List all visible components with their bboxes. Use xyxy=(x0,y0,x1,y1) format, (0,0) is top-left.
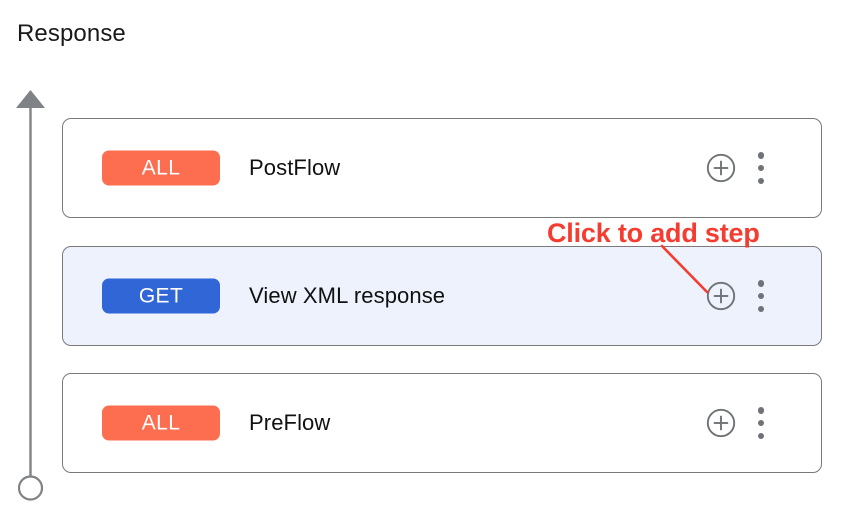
flow-step-name: PostFlow xyxy=(249,155,341,180)
menu-dot xyxy=(757,292,765,300)
menu-dot xyxy=(757,407,765,414)
menu-dot xyxy=(757,164,765,172)
flow-step-name: PreFlow xyxy=(249,410,331,435)
menu-dot xyxy=(757,305,765,312)
annotation-label: Click to add step xyxy=(547,218,760,248)
add-step-button[interactable] xyxy=(706,281,736,311)
arrow-up-icon xyxy=(16,90,45,108)
card-inner: ALL PreFlow xyxy=(63,374,821,472)
flow-step-card-postflow[interactable]: ALL PostFlow xyxy=(62,118,822,218)
flow-step-card-preflow[interactable]: ALL PreFlow xyxy=(62,373,822,473)
plus-circle-icon xyxy=(706,408,736,438)
flow-axis xyxy=(0,0,62,514)
method-badge-get: GET xyxy=(102,278,220,314)
page-title: Response xyxy=(17,20,126,47)
more-vertical-icon[interactable] xyxy=(750,280,772,312)
method-badge-all: ALL xyxy=(102,150,220,186)
menu-dot xyxy=(757,280,765,287)
more-vertical-icon[interactable] xyxy=(750,407,772,439)
add-step-button[interactable] xyxy=(706,408,736,438)
menu-dot xyxy=(757,152,765,159)
plus-circle-icon xyxy=(706,153,736,183)
menu-dot xyxy=(757,177,765,184)
add-step-button[interactable] xyxy=(706,153,736,183)
menu-dot xyxy=(757,419,765,427)
method-badge-all: ALL xyxy=(102,405,220,441)
menu-dot xyxy=(757,432,765,439)
more-vertical-icon[interactable] xyxy=(750,152,772,184)
plus-circle-icon xyxy=(706,281,736,311)
circle-endpoint-icon xyxy=(17,475,44,501)
flow-step-card-viewxml[interactable]: GET View XML response xyxy=(62,246,822,346)
flow-step-name: View XML response xyxy=(249,283,446,308)
card-inner: ALL PostFlow xyxy=(63,119,821,217)
card-inner: GET View XML response xyxy=(63,247,821,345)
